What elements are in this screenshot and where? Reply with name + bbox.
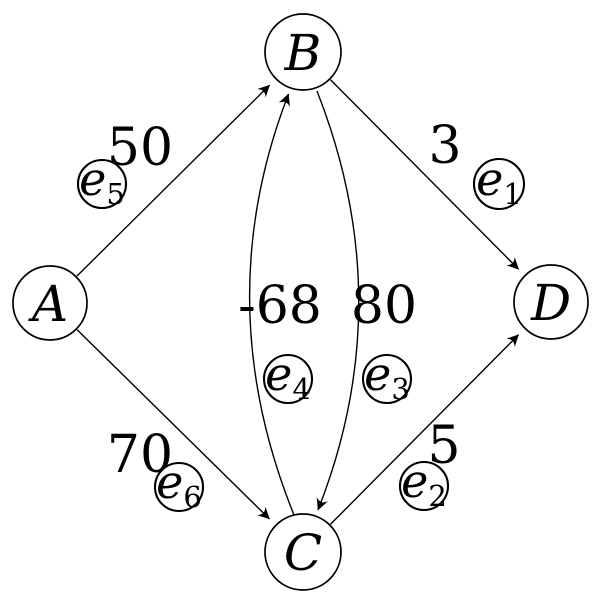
edge-e3-subscript: 3: [391, 372, 409, 406]
node-C: C: [264, 513, 342, 591]
node-A: A: [12, 265, 88, 341]
node-B: B: [264, 13, 342, 91]
edge-e2-badge-label: e2: [401, 454, 447, 513]
edge-e3-badge-circle: [361, 353, 413, 405]
edge-e5-symbol: e: [79, 152, 106, 206]
edge-e1-subscript: 1: [503, 177, 521, 211]
node-D: D: [513, 264, 589, 340]
edge-e2-badge-circle: [398, 460, 450, 512]
edge-e4-symbol: e: [265, 347, 292, 401]
edge-e2-line: [330, 334, 520, 525]
edge-e1-weight-label: 3: [428, 116, 461, 176]
node-B-circle: [264, 13, 342, 91]
node-C-label: C: [284, 524, 322, 582]
edge-badges-layer: e5 e1 e4 e3 e6 e2: [76, 152, 526, 514]
edge-e6-line: [76, 329, 270, 520]
edge-e5-badge-circle: [76, 158, 128, 210]
node-C-circle: [264, 513, 342, 591]
node-B-label: B: [284, 24, 322, 82]
weights-layer: 50 3 -68 80 70 5: [107, 116, 462, 485]
edge-e4-weight-label: -68: [238, 276, 322, 336]
edge-e3-badge: e3: [361, 347, 413, 406]
edge-e6-badge-circle: [153, 461, 205, 513]
edge-e6-symbol: e: [156, 455, 183, 509]
edge-e3-symbol: e: [364, 347, 391, 401]
edge-e4-badge: e4: [262, 347, 314, 406]
edge-e1-line: [330, 79, 520, 270]
edge-e4-curve: [248, 93, 295, 516]
edge-e5-badge-label: e5: [79, 152, 125, 211]
edge-e2-symbol: e: [401, 454, 428, 508]
edge-e1-badge-circle: [472, 157, 526, 211]
edge-e6-badge-label: e6: [156, 455, 202, 514]
edge-e5-line: [76, 84, 271, 277]
edge-e1-badge: e1: [472, 152, 526, 211]
edge-e6-subscript: 6: [183, 480, 201, 514]
edge-e2-badge: e2: [398, 454, 450, 513]
edge-e3-weight-label: 80: [351, 276, 417, 336]
edge-e6-badge: e6: [153, 455, 205, 514]
nodes-layer: A B C D: [12, 13, 589, 591]
edge-e1-symbol: e: [476, 152, 503, 206]
edges-layer: [76, 79, 520, 525]
edge-e5-badge: e5: [76, 152, 128, 211]
node-A-label: A: [28, 275, 68, 333]
node-D-label: D: [530, 274, 571, 332]
edge-e4-subscript: 4: [292, 372, 310, 406]
edge-e4-badge-circle: [262, 353, 314, 405]
node-D-circle: [513, 264, 589, 340]
edge-e3-curve: [316, 90, 360, 511]
edge-e3-badge-label: e3: [364, 347, 410, 406]
edge-e2-subscript: 2: [428, 479, 446, 513]
edge-e1-badge-label: e1: [476, 152, 522, 211]
node-A-circle: [12, 265, 88, 341]
edge-e4-badge-label: e4: [265, 347, 311, 406]
edge-e5-subscript: 5: [106, 177, 124, 211]
